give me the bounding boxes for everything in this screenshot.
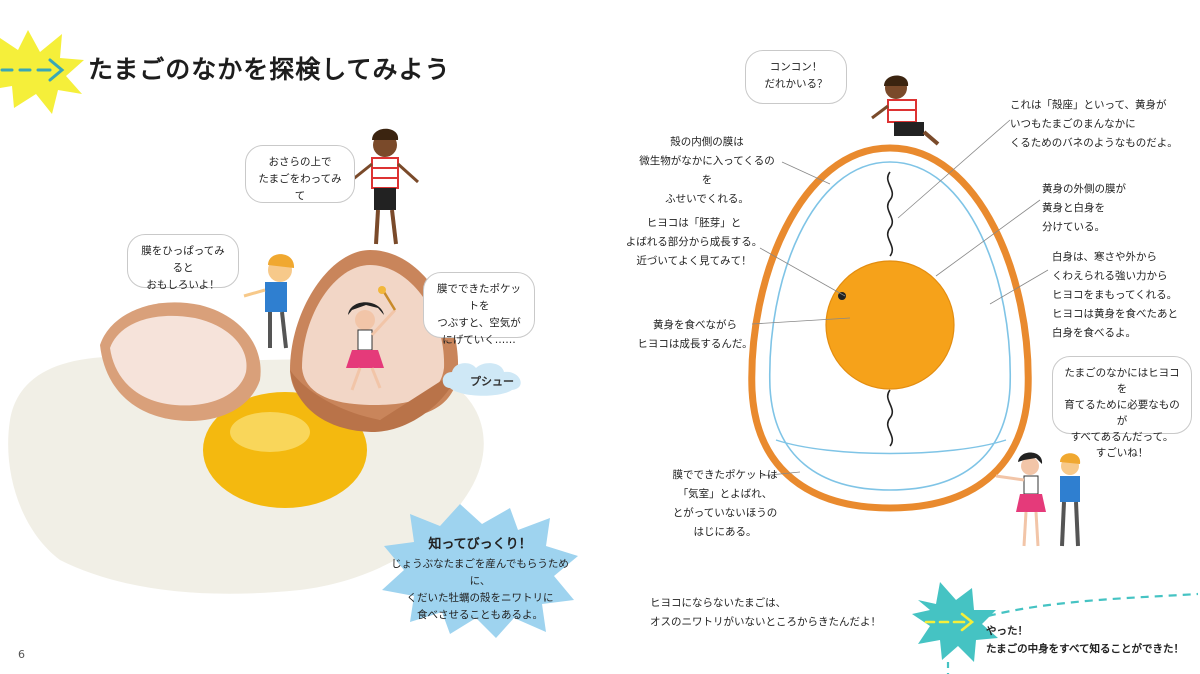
bubble-line: 膜でできたポケットを [437,283,521,312]
label-line: ヒヨコをまもってくれる。 [1052,289,1178,301]
label-white: 白身は、寒さや外から くわえられる強い力から ヒヨコをまもってくれる。 ヒヨコは… [1052,248,1192,343]
label-line: オスのニワトリがいないところからきたんだよ！ [650,616,881,628]
bubble-line: コンコン！ [769,61,823,73]
fact-burst [382,504,578,638]
label-line: くるためのバネのようなものだよ。 [1010,137,1178,149]
air-cell-line [775,439,1007,455]
done-line: やった！ [986,625,1028,637]
label-inner-membrane: 殻の内側の膜は 微生物がなかに入ってくるのを ふせいでくれる。 [636,133,778,209]
speech-bubble-knock: コンコン！ だれかいる？ [745,50,847,104]
label-line: 黄身を食べながら [653,319,737,331]
label-line: 膜でできたポケットは [672,469,778,481]
label-line: 「気室」とよばれ、 [677,488,773,500]
fact-line: くだいた牡蠣の殻をニワトリに [406,592,554,604]
label-line: 白身は、寒さや外から [1052,251,1157,263]
bubble-line: すごいね！ [1095,447,1149,459]
label-line: 分けている。 [1042,221,1105,233]
blonde-kid-icon [243,254,295,349]
title-burst [0,30,84,114]
label-line: ヒヨコは黄身を食べたあと [1052,308,1178,320]
label-line: 白身を食べるよ。 [1052,327,1136,339]
speech-bubble-wow: たまごのなかにはヒヨコを 育てるために必要なものが すべてあるんだって。 すごい… [1052,356,1192,459]
fact-box: 知ってびっくり！ じょうぶなたまごを産んでもらうために、 くだいた牡蠣の殻をニワ… [386,533,574,624]
label-line: はじにある。 [693,526,757,538]
page-number: 6 [18,648,25,661]
label-yolk: 黄身を食べながら ヒヨコは成長するんだ。 [636,316,754,354]
fact-line: 食べさせることもあるよ。 [417,609,543,621]
label-chalaza: これは「殻座」といって、黄身が いつもたまごのまんなかに くるためのバネのような… [1010,96,1190,153]
boy-character-icon [351,128,420,245]
cracked-egg-illustration [8,128,484,594]
label-line: よばれる部分から成長する。 [625,236,763,248]
label-line: くわえられる強い力から [1052,270,1168,282]
label-line: 黄身の外側の膜が [1042,183,1126,195]
speech-bubble-pocket: 膜でできたポケットを つぶすと、空気が にげていく…… [423,272,535,346]
bubble-line: 育てるために必要なものが [1064,399,1180,427]
label-line: 黄身と白身を [1042,202,1105,214]
bubble-line: 膜をひっぱってみると [141,245,225,274]
done-line: たまごの中身をすべて知ることができた！ [986,643,1185,655]
girl-character-icon [346,286,397,391]
speech-bubble-membrane: 膜をひっぱってみると おもしろいよ！ [127,234,239,291]
label-yolk-membrane: 黄身の外側の膜が 黄身と白身を 分けている。 [1042,180,1182,237]
label-line: ヒヨコは成長するんだ。 [637,338,753,350]
bubble-line: すべてあるんだって。 [1070,431,1174,443]
yolk [826,261,954,389]
bubble-line: おさらの上で [268,156,332,168]
label-line: これは「殻座」といって、黄身が [1010,99,1167,111]
chalaza-top [886,171,894,257]
label-unfertilized: ヒヨコにならないたまごは、 オスのニワトリがいないところからきたんだよ！ [650,594,890,632]
label-air-cell: 膜でできたポケットは 「気室」とよばれ、 とがっていないほうの はじにある。 [660,466,790,542]
bubble-line: にげていく…… [442,334,516,346]
boy-on-egg-icon [871,75,940,146]
speech-bubble-plate: おさらの上で たまごをわってみて [245,145,355,203]
label-line: ヒヨコにならないたまごは、 [650,597,787,609]
label-line: 微生物がなかに入ってくるのを [639,155,775,186]
label-line: ヒヨコは「胚芽」と [646,217,742,229]
chalaza-bottom [886,389,894,447]
fact-line: じょうぶなたまごを産んでもらうために、 [391,558,569,587]
bubble-line: だれかいる？ [764,78,828,90]
label-line: ふせいでくれる。 [665,193,749,205]
sound-cloud [442,363,521,396]
label-line: いつもたまごのまんなかに [1010,118,1136,130]
arrow-icon [924,612,975,632]
label-line: とがっていないほうの [672,507,778,519]
fact-heading: 知ってびっくり！ [428,537,532,552]
label-line: 近づいてよく見てみて！ [636,255,752,267]
arrow-icon [0,58,65,82]
germ-spot [838,292,846,300]
label-line: 殻の内側の膜は [670,136,744,148]
bubble-line: おもしろいよ！ [146,279,220,291]
sound-effect-text: プシュー [470,375,514,388]
bubble-line: たまごのなかにはヒヨコを [1064,367,1180,395]
done-text: やった！ たまごの中身をすべて知ることができた！ [986,622,1186,658]
done-burst [912,582,1199,674]
two-kids-icon [995,452,1081,547]
label-germ: ヒヨコは「胚芽」と よばれる部分から成長する。 近づいてよく見てみて！ [624,214,764,271]
bubble-line: たまごをわってみて [258,173,342,202]
page-title: たまごのなかを探検してみよう [88,55,451,84]
bubble-line: つぶすと、空気が [437,317,521,329]
